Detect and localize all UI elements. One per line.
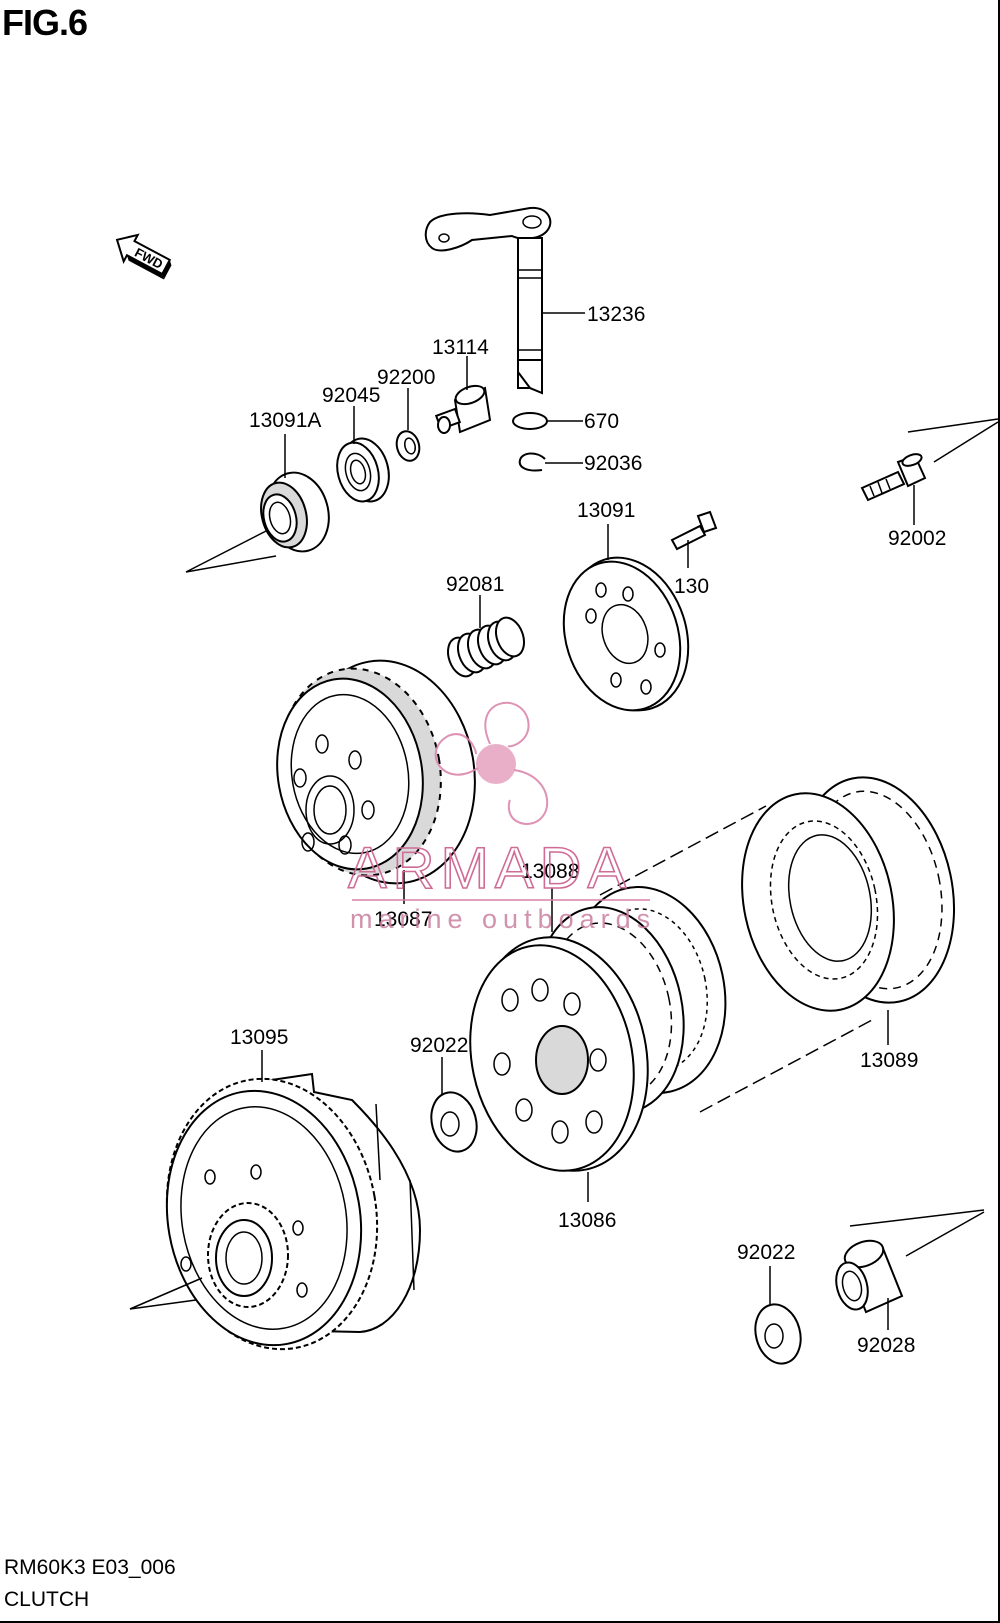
part-130-bolt[interactable] bbox=[670, 510, 718, 551]
part-92022-washer-lower[interactable] bbox=[749, 1299, 807, 1368]
label-13088: 13088 bbox=[521, 860, 579, 883]
label-92081: 92081 bbox=[446, 573, 504, 596]
label-92022-upper: 92022 bbox=[410, 1034, 468, 1057]
label-13114: 13114 bbox=[432, 336, 489, 359]
armada-watermark-logo bbox=[434, 701, 549, 826]
figure-code: RM60K3 E03_006 bbox=[4, 1556, 176, 1579]
part-13236-release-shaft[interactable] bbox=[424, 206, 552, 395]
part-13114-collar[interactable] bbox=[434, 382, 492, 434]
label-13091A: 13091A bbox=[249, 409, 321, 432]
label-13086: 13086 bbox=[558, 1209, 616, 1232]
figure-name: CLUTCH bbox=[4, 1588, 90, 1611]
part-670-o-ring[interactable] bbox=[512, 412, 548, 430]
part-13095-housing[interactable] bbox=[146, 1062, 422, 1366]
label-13087: 13087 bbox=[374, 908, 432, 931]
label-92200: 92200 bbox=[377, 366, 435, 389]
label-670: 670 bbox=[584, 410, 619, 433]
part-92002-bolt[interactable] bbox=[860, 452, 927, 502]
part-13091A-housing[interactable] bbox=[254, 466, 337, 559]
label-92045: 92045 bbox=[322, 384, 380, 407]
part-92081-spring[interactable] bbox=[443, 614, 529, 680]
part-13091-plate[interactable] bbox=[545, 542, 707, 726]
label-13236: 13236 bbox=[587, 303, 645, 326]
part-92045-bearing[interactable] bbox=[331, 433, 396, 506]
part-13086-pressure-disc[interactable] bbox=[450, 921, 669, 1187]
label-130: 130 bbox=[674, 575, 709, 598]
label-92036: 92036 bbox=[584, 452, 642, 475]
label-13089: 13089 bbox=[860, 1049, 918, 1072]
label-92022-lower: 92022 bbox=[737, 1241, 795, 1264]
watermark-tagline: marine outboards bbox=[350, 904, 656, 934]
watermark-brand: ARMADA bbox=[348, 836, 632, 901]
part-92022-washer-upper[interactable] bbox=[425, 1087, 483, 1156]
part-13087-hub[interactable] bbox=[262, 647, 492, 897]
fwd-arrow: FWD bbox=[115, 233, 172, 280]
figure-title: FIG.6 bbox=[2, 2, 88, 43]
label-92028: 92028 bbox=[857, 1334, 915, 1357]
label-13091: 13091 bbox=[577, 499, 635, 522]
part-13089-plates[interactable] bbox=[723, 763, 974, 1025]
label-13095: 13095 bbox=[230, 1026, 288, 1049]
part-92200-washer[interactable] bbox=[393, 429, 422, 464]
part-92036-circlip[interactable] bbox=[518, 452, 546, 472]
label-92002: 92002 bbox=[888, 527, 946, 550]
part-92028-spacer[interactable] bbox=[831, 1236, 904, 1314]
